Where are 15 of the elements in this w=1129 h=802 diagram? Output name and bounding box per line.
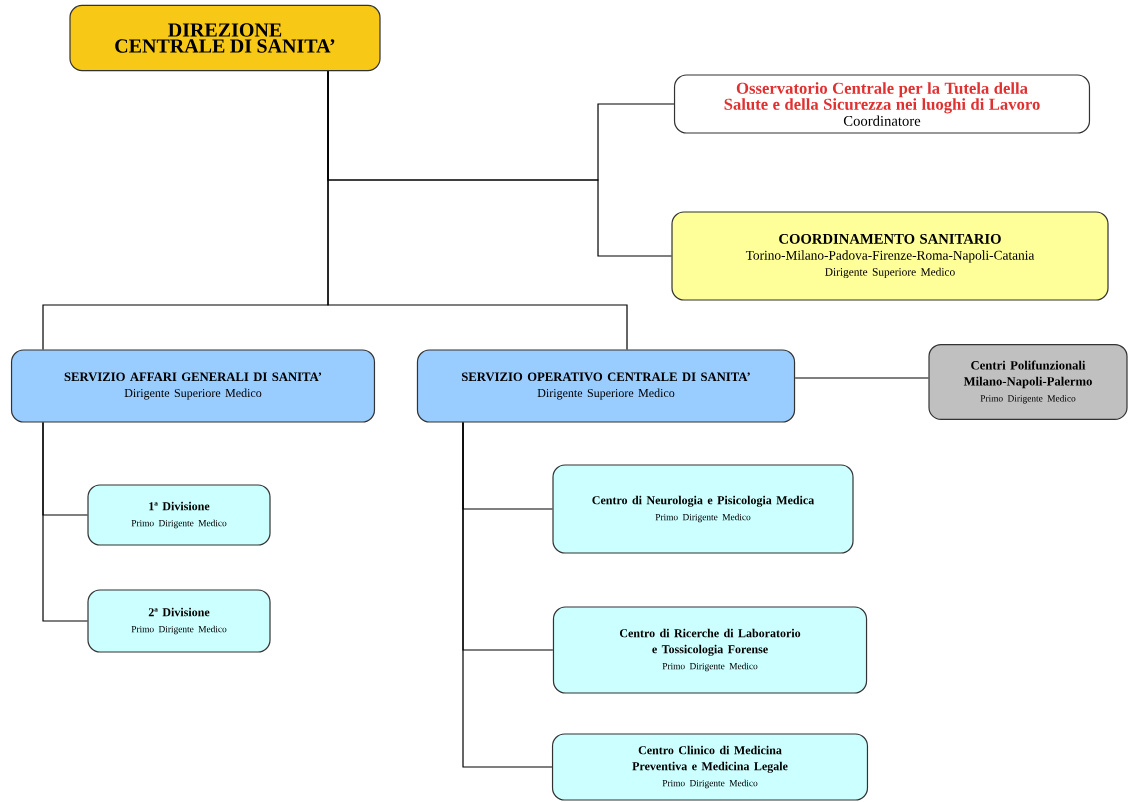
title-box: DIREZIONE CENTRALE DI SANITA’	[69, 4, 381, 72]
org-box: SERVIZIO OPERATIVO CENTRALE DI SANITA’ Dirigente Superiore Medico	[416, 349, 796, 423]
connector-line	[327, 70, 628, 350]
connector-line	[794, 377, 929, 379]
connector-line	[462, 422, 553, 768]
org-box: Centri Polifunzionali Milano-Napoli-Palermo Primo Dirigente Medico	[928, 343, 1128, 421]
org-box: Centro di Neurologia e Pisicologia Medica Primo Dirigente Medico	[552, 464, 854, 554]
org-box: Centro Clinico di Medicina Preventiva e Medicina Legale Primo Dirigente Medico	[551, 733, 869, 801]
connector-line	[42, 422, 88, 622]
org-box: SERVIZIO AFFARI GENERALI DI SANITA’ Dirigente Superiore Medico	[10, 349, 376, 423]
org-box: Centro di Ricerche di Laboratorio e Tossicologia Forense Primo Dirigente Medico	[552, 606, 868, 694]
org-box: 1ª Divisione Primo Dirigente Medico	[87, 484, 271, 546]
org-box: COORDINAMENTO SANITARIO Torino-Milano-Padova-Firenze-Roma-Napoli-Catania Dirigente Superiore Medico	[671, 211, 1109, 301]
org-box: 2ª Divisione Primo Dirigente Medico	[87, 589, 271, 653]
org-box: Osservatorio Centrale per la Tutela della Salute e della Sicurezza nei luoghi di Lavoro Coordinatore	[673, 74, 1091, 134]
